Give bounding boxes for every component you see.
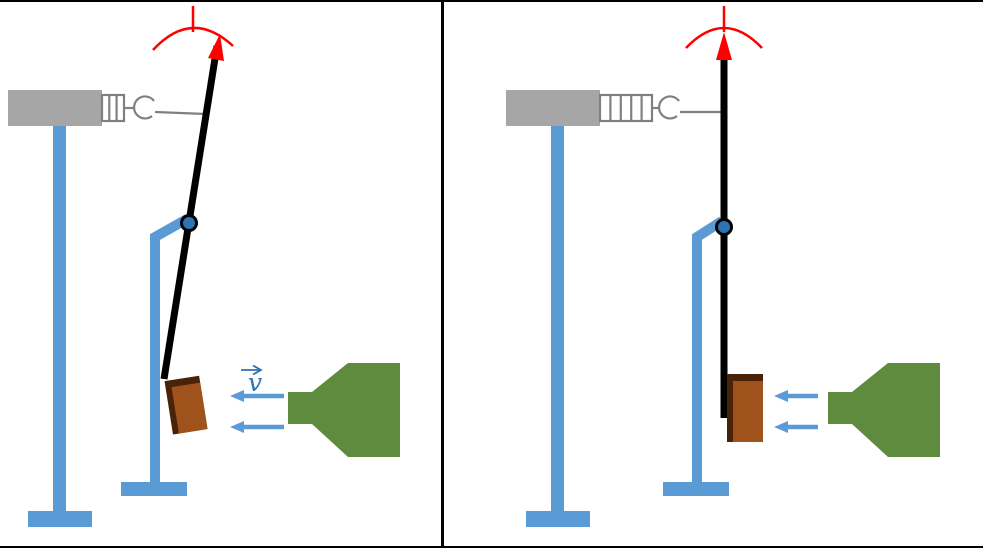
left-rod — [160, 45, 221, 380]
left-spring-link — [100, 93, 207, 123]
left-pivot-stand-base — [121, 482, 187, 496]
right-pivot-stand-pole — [692, 216, 725, 489]
left-string — [154, 110, 207, 116]
left-block-front — [171, 382, 208, 434]
right-gauge-body — [506, 90, 600, 126]
left-main-stand — [28, 120, 92, 527]
right-block — [727, 374, 763, 442]
right-airflow-arrows — [788, 393, 818, 430]
right-block-front — [733, 381, 763, 442]
left-rod-arrowhead-icon — [208, 34, 224, 61]
airflow-arrowhead-icon — [774, 421, 788, 433]
right-pivot-mount — [715, 218, 733, 236]
left-pivot-stand-pole — [150, 214, 190, 489]
left-pivot — [180, 214, 198, 232]
right-pivot — [715, 218, 733, 236]
velocity-vector-arrow-icon — [241, 364, 263, 376]
left-main-stand-base — [28, 511, 92, 527]
right-main-stand — [526, 120, 590, 527]
airflow-arrowhead-icon — [230, 421, 244, 433]
right-angle-indicator — [685, 6, 763, 49]
right-apparatus — [506, 6, 940, 527]
left-apparatus: v — [8, 6, 400, 527]
frame-bottom-border — [0, 546, 983, 548]
right-hook-icon — [657, 95, 680, 120]
right-rod-arrowhead-icon — [716, 32, 732, 60]
left-hook-icon — [132, 95, 155, 120]
left-air-nozzle — [288, 363, 400, 457]
panel-divider — [441, 0, 444, 548]
right-air-nozzle — [828, 363, 940, 457]
left-pivot-mount — [180, 214, 198, 232]
right-spring-coupling — [598, 93, 654, 123]
frame-top-border — [0, 0, 983, 2]
left-main-stand-pole — [53, 120, 66, 515]
right-main-stand-pole — [551, 120, 564, 515]
velocity-label: v — [248, 368, 262, 397]
left-angle-indicator — [152, 6, 234, 51]
left-gauge-body — [8, 90, 102, 126]
right-spring-link — [598, 93, 722, 123]
left-block — [164, 375, 208, 435]
left-spring-coupling — [100, 93, 126, 123]
right-main-stand-base — [526, 511, 590, 527]
left-pivot-stand — [121, 214, 190, 496]
right-pivot-stand-base — [663, 482, 729, 496]
left-airflow-arrows — [244, 393, 284, 430]
airflow-arrowhead-icon — [774, 390, 788, 402]
right-pivot-stand — [663, 216, 729, 496]
airflow-arrowhead-icon — [230, 390, 244, 402]
